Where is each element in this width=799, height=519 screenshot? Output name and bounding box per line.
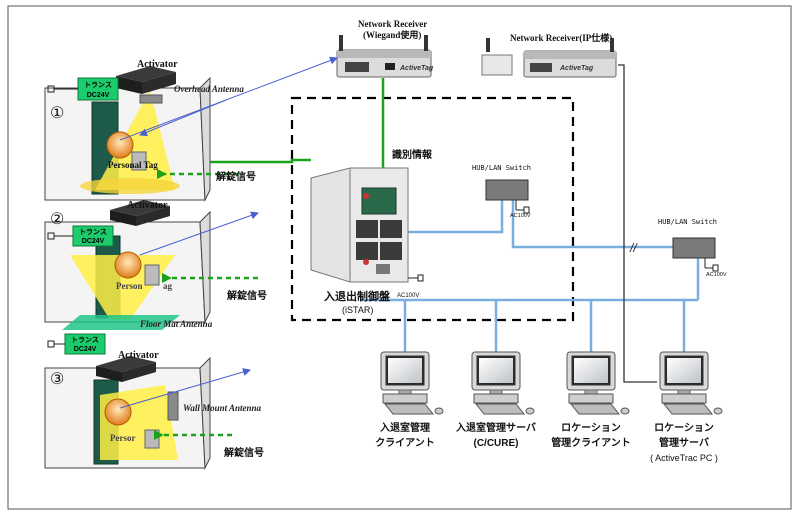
id-info-label: 識別情報 <box>392 148 433 161</box>
hub-1-power-label: AC100V <box>510 213 531 219</box>
receiver-wiegand-subtitle: (Wiegand使用) <box>363 29 421 40</box>
door-1-number: ① <box>50 105 64 122</box>
pc-access-client-label-2: クライアント <box>375 437 435 449</box>
door-2-antenna-label: Floor Mat Antenna <box>139 319 213 329</box>
door-1-tag-label: Personal Tag <box>108 160 158 170</box>
door-1-transformer-voltage: DC24V <box>87 92 110 99</box>
activator-2-icon <box>136 206 170 226</box>
hub-1: HUB/LAN Switch AC100V <box>472 164 531 219</box>
door-3-antenna-label: Wall Mount Antenna <box>183 403 262 413</box>
pc-access-server: 入退室管理サーバ (C/CURE) <box>456 351 536 449</box>
tag-signal-line <box>148 158 311 164</box>
receiver-wiegand-title: Network Receiver <box>358 19 427 29</box>
hub-1-box <box>485 179 529 201</box>
controller-door <box>310 167 351 283</box>
door-2-tag-icon <box>114 251 142 279</box>
door-2-plug-icon <box>47 232 55 240</box>
controller-power-label: AC100V <box>397 293 419 299</box>
pc-location-server-label-2: 管理サーバ <box>659 436 709 449</box>
door-3-tag-label: Persor <box>110 433 135 443</box>
pc-access-client-label-1: 入退室管理 <box>380 421 430 434</box>
network-receiver-ip: Network Receiver(IP仕様) ActiveTag <box>481 32 617 78</box>
hub-2-label: HUB/LAN Switch <box>658 218 717 226</box>
pc-access-client-keyboard <box>383 403 435 415</box>
pc-location-server-label-1: ロケーション <box>654 422 714 434</box>
istar-controller: 識別情報 AC100V 入退出制御盤 (iSTAR) <box>310 148 433 315</box>
door-3-number: ③ <box>50 371 64 388</box>
pc-location-client-label-1: ロケーション <box>561 422 621 434</box>
computers: 入退室管理クライアント入退室管理サーバ(C/CURE)ロケーション管理クライアン… <box>375 351 723 463</box>
controller-name: 入退出制御盤 <box>324 289 391 303</box>
controller-hub-line <box>408 200 504 234</box>
pc-access-server-label-1: 入退室管理サーバ <box>456 421 536 434</box>
line-break-mark: // <box>629 241 638 255</box>
outer-frame <box>7 5 792 510</box>
door-1-transformer-label: トランス <box>84 81 112 89</box>
door-2: Activator トランス DC24V ② Person ag 解錠信号 Fl… <box>44 200 267 330</box>
wall-mount-antenna <box>167 391 179 421</box>
pc-location-client-keyboard <box>569 403 621 415</box>
receiver-ip-title: Network Receiver(IP仕様) <box>510 32 612 43</box>
door-1-activator-label: Activator <box>137 59 178 70</box>
door-3-plug-icon <box>47 340 55 348</box>
pc-location-client-label-2: 管理クライアント <box>551 436 631 449</box>
door-2-number: ② <box>50 211 64 228</box>
door-3-unlock-label: 解錠信号 <box>224 446 264 459</box>
receiver-ip-brand: ActiveTag <box>559 65 594 72</box>
lan-bus <box>360 296 698 302</box>
door-2-unlock-label: 解錠信号 <box>227 289 267 302</box>
hub-hub-line <box>511 200 673 249</box>
door-3: Activator トランス DC24V ③ Wall Mount Antenn… <box>44 333 264 470</box>
door-1-antenna-label: Overhead Antenna <box>174 84 244 94</box>
door-1-unlock-label: 解錠信号 <box>216 170 256 183</box>
door-2-transformer-label: トランス <box>79 228 107 236</box>
pc-access-server-keyboard <box>474 403 526 415</box>
network-lines: // <box>148 64 700 383</box>
hub-2: HUB/LAN Switch AC100V <box>658 218 727 278</box>
door-3-tag-icon <box>104 398 132 426</box>
door-3-transformer-label: トランス <box>71 336 99 344</box>
control-room-boundary <box>290 96 575 322</box>
floor-mat-antenna <box>62 315 180 330</box>
activator-3-icon <box>122 362 156 382</box>
door-2-tag-label: Person <box>116 281 143 291</box>
pc-location-server-keyboard <box>662 403 714 415</box>
ip-receiver-line <box>618 64 657 383</box>
pc-location-server-label-3: ( ActiveTrac PC ) <box>650 453 718 463</box>
door-2-transformer-voltage: DC24V <box>82 238 105 245</box>
hub-2-power-label: AC100V <box>706 272 727 278</box>
door-3-transformer-voltage: DC24V <box>74 346 97 353</box>
receiver-wiegand-brand: ActiveTag <box>399 65 434 72</box>
door-1: Activator Overhead Antenna トランス DC24V ① … <box>44 56 338 202</box>
door-2-activator-label: Activator <box>127 200 168 211</box>
personal-tag-icon <box>106 131 134 159</box>
door-3-activator-label: Activator <box>118 350 159 361</box>
door-1-plug-icon <box>47 85 55 93</box>
door-2-tag-label-tail: ag <box>163 281 173 291</box>
controller-subname: (iSTAR) <box>342 305 373 315</box>
door-1-detection-beam <box>95 90 175 190</box>
pc-access-server-label-2: (C/CURE) <box>474 438 519 449</box>
activator-1-icon <box>142 72 176 94</box>
hub-1-label: HUB/LAN Switch <box>472 164 531 172</box>
network-receiver-wiegand: Network Receiver (Wiegand使用) ActiveTag <box>336 19 434 78</box>
hub-2-box <box>672 237 716 259</box>
